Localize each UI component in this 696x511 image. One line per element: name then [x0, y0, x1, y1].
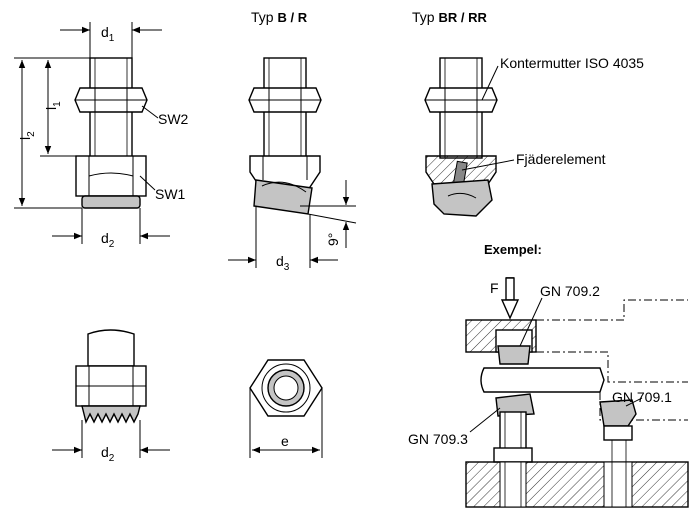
force-label: F — [490, 280, 499, 296]
l2-label: l2 — [17, 131, 37, 140]
gn7091-label: GN 709.1 — [612, 389, 672, 405]
typ-br-rr-title: Typ BR / RR — [412, 9, 487, 25]
serrated-pad — [81, 405, 141, 425]
force-arrow — [500, 277, 520, 320]
typ-b-r-title: Typ B / R — [251, 9, 308, 25]
e-label: e — [281, 433, 289, 449]
gn7092-label: GN 709.2 — [540, 283, 600, 299]
body-hex-sw1 — [75, 155, 147, 197]
view-exempel: Exempel: F — [408, 242, 689, 508]
d1-label: d1 — [101, 24, 115, 44]
view-serrated: d2 — [52, 329, 170, 464]
l1-label: l1 — [43, 101, 63, 110]
d3-label: d3 — [276, 253, 290, 273]
main-view: d1 d2 l2 l1 SW2 SW1 — [14, 22, 189, 250]
sw1-label: SW1 — [155, 186, 186, 202]
gn7093-label: GN 709.3 — [408, 431, 468, 447]
kontermutter-label: Kontermutter ISO 4035 — [500, 55, 644, 71]
exempel-title: Exempel: — [484, 242, 542, 257]
angle-label: 9° — [325, 233, 341, 246]
pressure-pad — [81, 195, 141, 209]
sw2-label: SW2 — [158, 111, 189, 127]
view-hex-top: e — [249, 359, 323, 458]
d2b-label: d2 — [101, 444, 115, 464]
d2-label: d2 — [101, 230, 115, 250]
view-typ-br-rr: Typ BR / RR Kontermutter ISO 4035 Fjäder… — [412, 9, 644, 217]
view-typ-b-r: Typ B / R d3 9° — [228, 9, 357, 273]
fjader-label: Fjäderelement — [516, 151, 606, 167]
